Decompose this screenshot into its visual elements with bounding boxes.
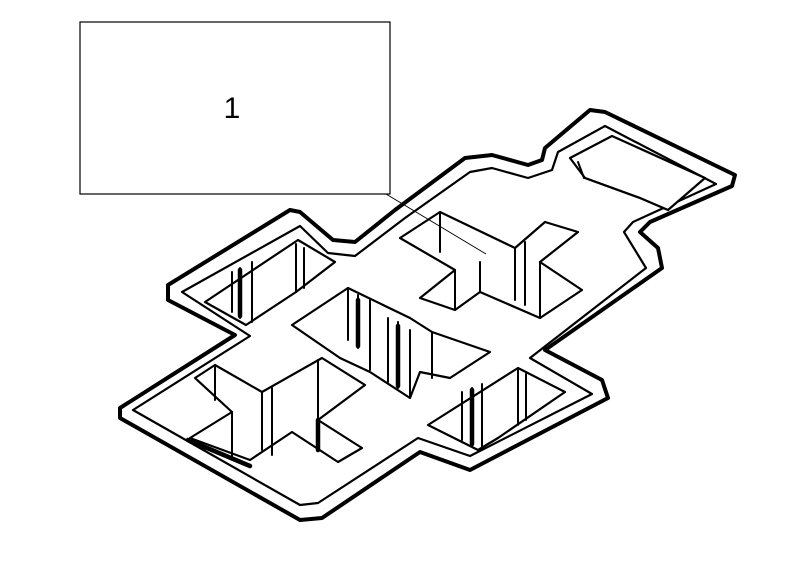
pocket-lower-left <box>185 356 367 469</box>
pocket-lower-right <box>426 366 567 452</box>
callout-box <box>79 21 391 195</box>
pocket-upper-center <box>398 210 584 320</box>
pocket-left <box>203 238 337 327</box>
pocket-top-right <box>568 134 707 212</box>
callout-label: 1 <box>224 92 241 125</box>
callout: 1 <box>79 21 487 255</box>
leader-line <box>385 193 487 255</box>
center-divider <box>290 286 492 400</box>
